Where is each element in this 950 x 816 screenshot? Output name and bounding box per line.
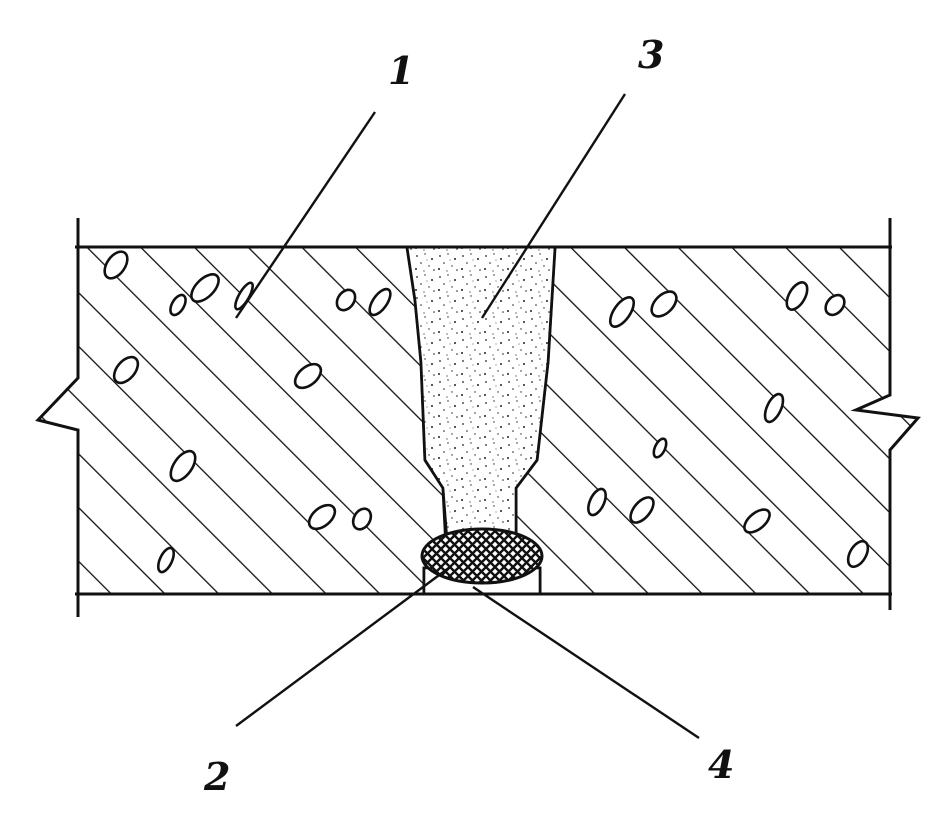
leader-line-2 <box>235 566 451 727</box>
label-1: 1 <box>388 48 414 93</box>
label-2: 2 <box>203 754 230 799</box>
leader-line-3 <box>480 93 627 319</box>
concrete-voids <box>103 250 870 574</box>
leader-line-4 <box>472 586 700 739</box>
leader-line-1 <box>235 111 376 319</box>
label-4: 4 <box>708 742 734 787</box>
label-3: 3 <box>638 32 664 77</box>
seal-strip <box>420 527 544 585</box>
